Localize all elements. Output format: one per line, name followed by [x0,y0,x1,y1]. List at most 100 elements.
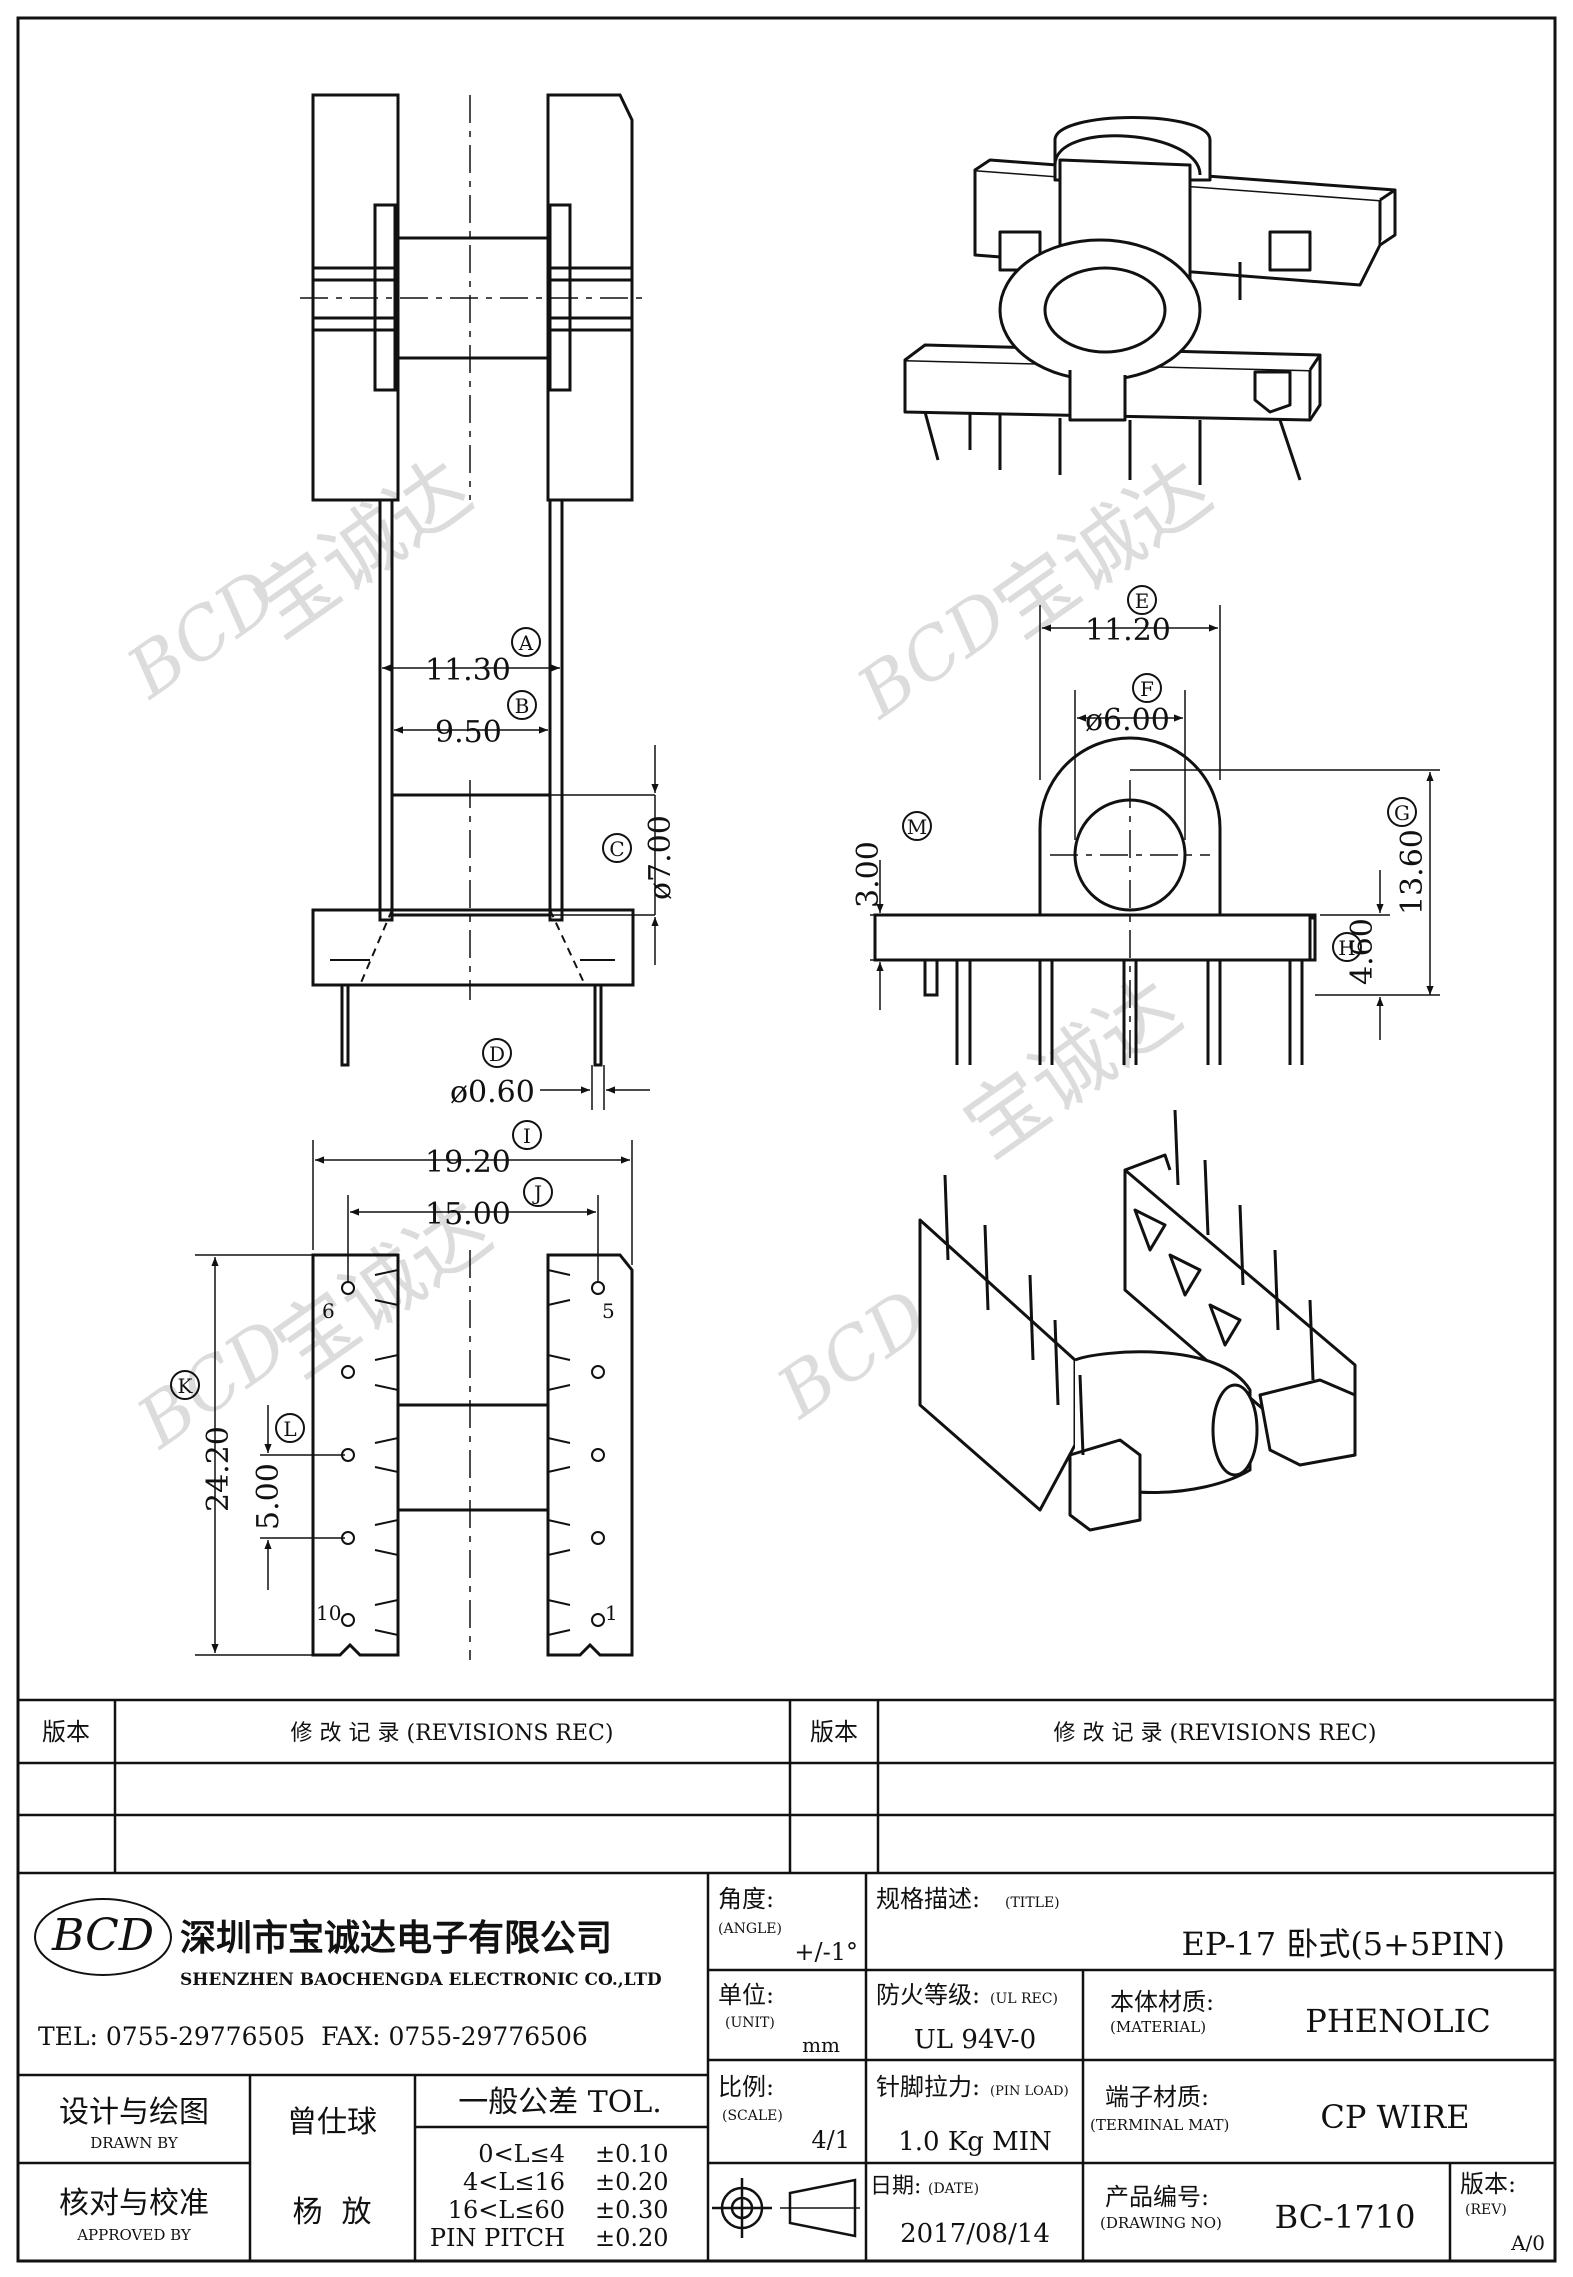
svg-text:11.20: 11.20 [1085,613,1171,648]
dim-D: ø0.60 D [450,1038,535,1110]
dim-C: ø7.00 C [602,815,678,900]
company-name-en: SHENZHEN BAOCHENGDA ELECTRONIC CO.,LTD [180,1970,662,1990]
pinload-label: 针脚拉力: [876,2073,980,2101]
scale-value: 4/1 [811,2126,850,2154]
revision-table [18,1698,1555,1875]
drawing-no-label: 产品编号: [1105,2183,1209,2211]
dim-A: 11.30 A [425,627,541,688]
terminal-sub: (TERMINAL MAT) [1090,2116,1229,2134]
sheet-border [16,16,1557,2263]
svg-text:BCD: BCD [761,1274,943,1435]
unit-value: mm [802,2033,840,2057]
rev-label: 版本: [1460,2170,1516,2198]
drawn-name: 曾仕球 [287,2105,377,2140]
svg-text:E: E [1135,589,1150,613]
dim-J: 15.00 J [425,1177,553,1232]
rev-right-header: 版本 [810,1718,858,1746]
rev-right-title: 修 改 记 录 (REVISIONS REC) [1054,1721,1377,1746]
svg-text:C: C [609,837,624,861]
unit-sub: (UNIT) [725,2015,775,2031]
title-block-grid [18,1873,1555,2261]
pinload-value: 1.0 Kg MIN [898,2127,1052,2157]
tol-row-range: 0<L≤4 [478,2140,565,2168]
tol-row-value: ±0.30 [595,2196,669,2224]
pin-label-10: 10 [316,1601,341,1625]
dims-bottom [195,1140,633,1656]
svg-text:宝诚达: 宝诚达 [948,962,1198,1176]
material-sub: (MATERIAL) [1110,2018,1206,2036]
rev-left-title: 修 改 记 录 (REVISIONS REC) [291,1721,614,1746]
svg-text:11.30: 11.30 [425,653,511,688]
angle-value: +/-1° [794,1938,858,1966]
unit-label: 单位: [718,1981,774,2009]
svg-text:4.60: 4.60 [1345,918,1380,985]
drawn-sub: DRAWN BY [90,2134,179,2152]
pin-label-1: 1 [605,1601,618,1625]
svg-text:I: I [523,1124,531,1148]
dim-F: ø6.00 F [1085,673,1170,738]
date-value: 2017/08/14 [900,2219,1050,2249]
tol-row-value: ±0.20 [595,2224,669,2252]
approved-sub: APPROVED BY [76,2226,192,2244]
svg-text:9.50: 9.50 [435,715,502,750]
bottom-view [311,1250,634,1660]
approved-name: 杨 放 [292,2195,371,2230]
tolerance-title: 一般公差 TOL. [458,2085,662,2120]
svg-text:15.00: 15.00 [425,1197,511,1232]
top-view [300,93,645,502]
tol-row-value: ±0.20 [595,2168,669,2196]
svg-text:D: D [489,1042,505,1066]
scale-label: 比例: [718,2073,774,2101]
svg-text:A: A [518,631,534,655]
projection-symbol [712,2178,860,2238]
tol-row-range: 16<L≤60 [448,2196,565,2224]
tolerance-rows: 0<L≤4 ±0.10 4<L≤16 ±0.20 16<L≤60 ±0.30 P… [430,2140,669,2252]
rev-value: A/0 [1510,2231,1545,2255]
tol-row-range: PIN PITCH [430,2224,565,2252]
pinload-sub: (PIN LOAD) [990,2084,1069,2099]
company-logo: BCD [34,1898,172,1976]
rev-left-header: 版本 [42,1718,90,1746]
isometric-view-top [903,116,1397,485]
svg-text:24.20: 24.20 [201,1426,236,1512]
dim-E: 11.20 E [1085,585,1171,648]
svg-text:ø0.60: ø0.60 [450,1075,535,1110]
material-value: PHENOLIC [1305,2002,1490,2040]
drawing-no-sub: (DRAWING NO) [1100,2214,1222,2232]
company-name-cn: 深圳市宝诚达电子有限公司 [180,1917,612,1959]
material-label: 本体材质: [1110,1988,1214,2016]
angle-sub: (ANGLE) [718,1921,782,1937]
title-label: 规格描述: [876,1885,980,1913]
drawn-label: 设计与绘图 [59,2095,209,2130]
dim-H: 4.60 H [1332,918,1380,985]
ul-value: UL 94V-0 [914,2025,1036,2055]
dim-I: 19.20 I [425,1120,542,1180]
company-contact: TEL: 0755-29776505 FAX: 0755-29776506 [38,2022,588,2051]
svg-text:K: K [178,1374,194,1398]
svg-text:G: G [1394,801,1410,825]
svg-text:M: M [907,815,927,839]
watermark-group: BCD 宝诚达 BCD 宝诚达 BCD 宝诚达 BCD 宝诚达 [111,442,1227,1465]
svg-text:ø6.00: ø6.00 [1085,703,1170,738]
date-label: 日期: [870,2174,921,2199]
dim-M: 3.00 M [851,811,932,908]
ul-sub: (UL REC) [990,1991,1058,2007]
scale-sub: (SCALE) [722,2108,783,2124]
dim-G: 13.60 G [1387,797,1430,915]
svg-text:J: J [532,1181,542,1205]
dim-K: 24.20 K [170,1370,236,1512]
svg-text:H: H [1338,936,1355,960]
svg-text:宝诚达: 宝诚达 [238,442,488,656]
svg-text:F: F [1140,677,1154,701]
svg-text:19.20: 19.20 [425,1145,511,1180]
bottom-pins-right [547,1269,605,1636]
angle-label: 角度: [718,1885,774,1913]
svg-text:ø7.00: ø7.00 [643,815,678,900]
ul-label: 防火等级: [876,1981,980,2009]
svg-text:5.00: 5.00 [251,1463,286,1530]
pin-label-5: 5 [602,1299,615,1323]
title-sub: (TITLE) [1005,1895,1060,1911]
terminal-value: CP WIRE [1320,2098,1469,2136]
title-value: EP-17 卧式(5+5PIN) [1181,1925,1505,1963]
svg-text:L: L [283,1417,296,1441]
